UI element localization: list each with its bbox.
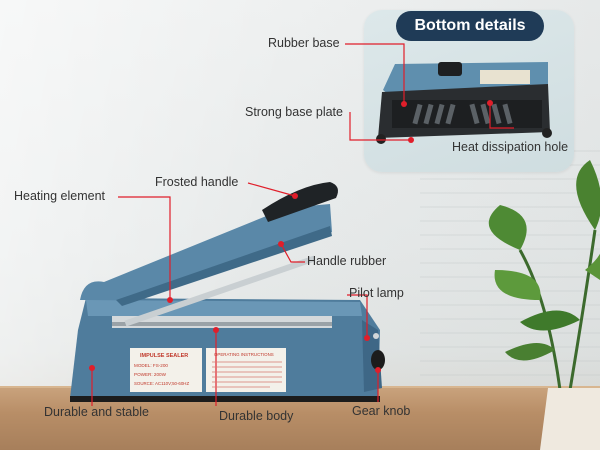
- bottom-details-title: Bottom details: [396, 11, 544, 41]
- impulse-sealer: [70, 182, 385, 402]
- device-label-model: MODEL: FS-200: [134, 363, 168, 368]
- label-strong-base-plate: Strong base plate: [245, 105, 343, 119]
- label-frosted-handle: Frosted handle: [155, 175, 239, 189]
- label-pilot-lamp: Pilot lamp: [349, 286, 404, 300]
- plant-illustration: [488, 160, 600, 450]
- label-rubber-base: Rubber base: [268, 36, 340, 50]
- device-instructions-lines: [212, 361, 282, 388]
- label-heat-dissipation-hole: Heat dissipation hole: [452, 140, 569, 154]
- label-heating-element: Heating element: [14, 189, 106, 203]
- label-gear-knob: Gear knob: [352, 404, 411, 418]
- device-label-title: IMPULSE SEALER: [140, 353, 188, 359]
- label-durable-and-stable: Durable and stable: [44, 405, 149, 419]
- label-durable-body: Durable body: [219, 409, 294, 423]
- leader-lines: [91, 43, 514, 406]
- bottom-view-device: [376, 62, 552, 144]
- device-label-source: SOURCE: AC110V;50-60HZ: [134, 381, 189, 386]
- callout-dots: [89, 100, 493, 373]
- device-label-power: POWER: 200W: [134, 372, 167, 377]
- device-instructions-title: OPERATING INSTRUCTIONS: [214, 352, 274, 357]
- label-handle-rubber: Handle rubber: [307, 254, 387, 268]
